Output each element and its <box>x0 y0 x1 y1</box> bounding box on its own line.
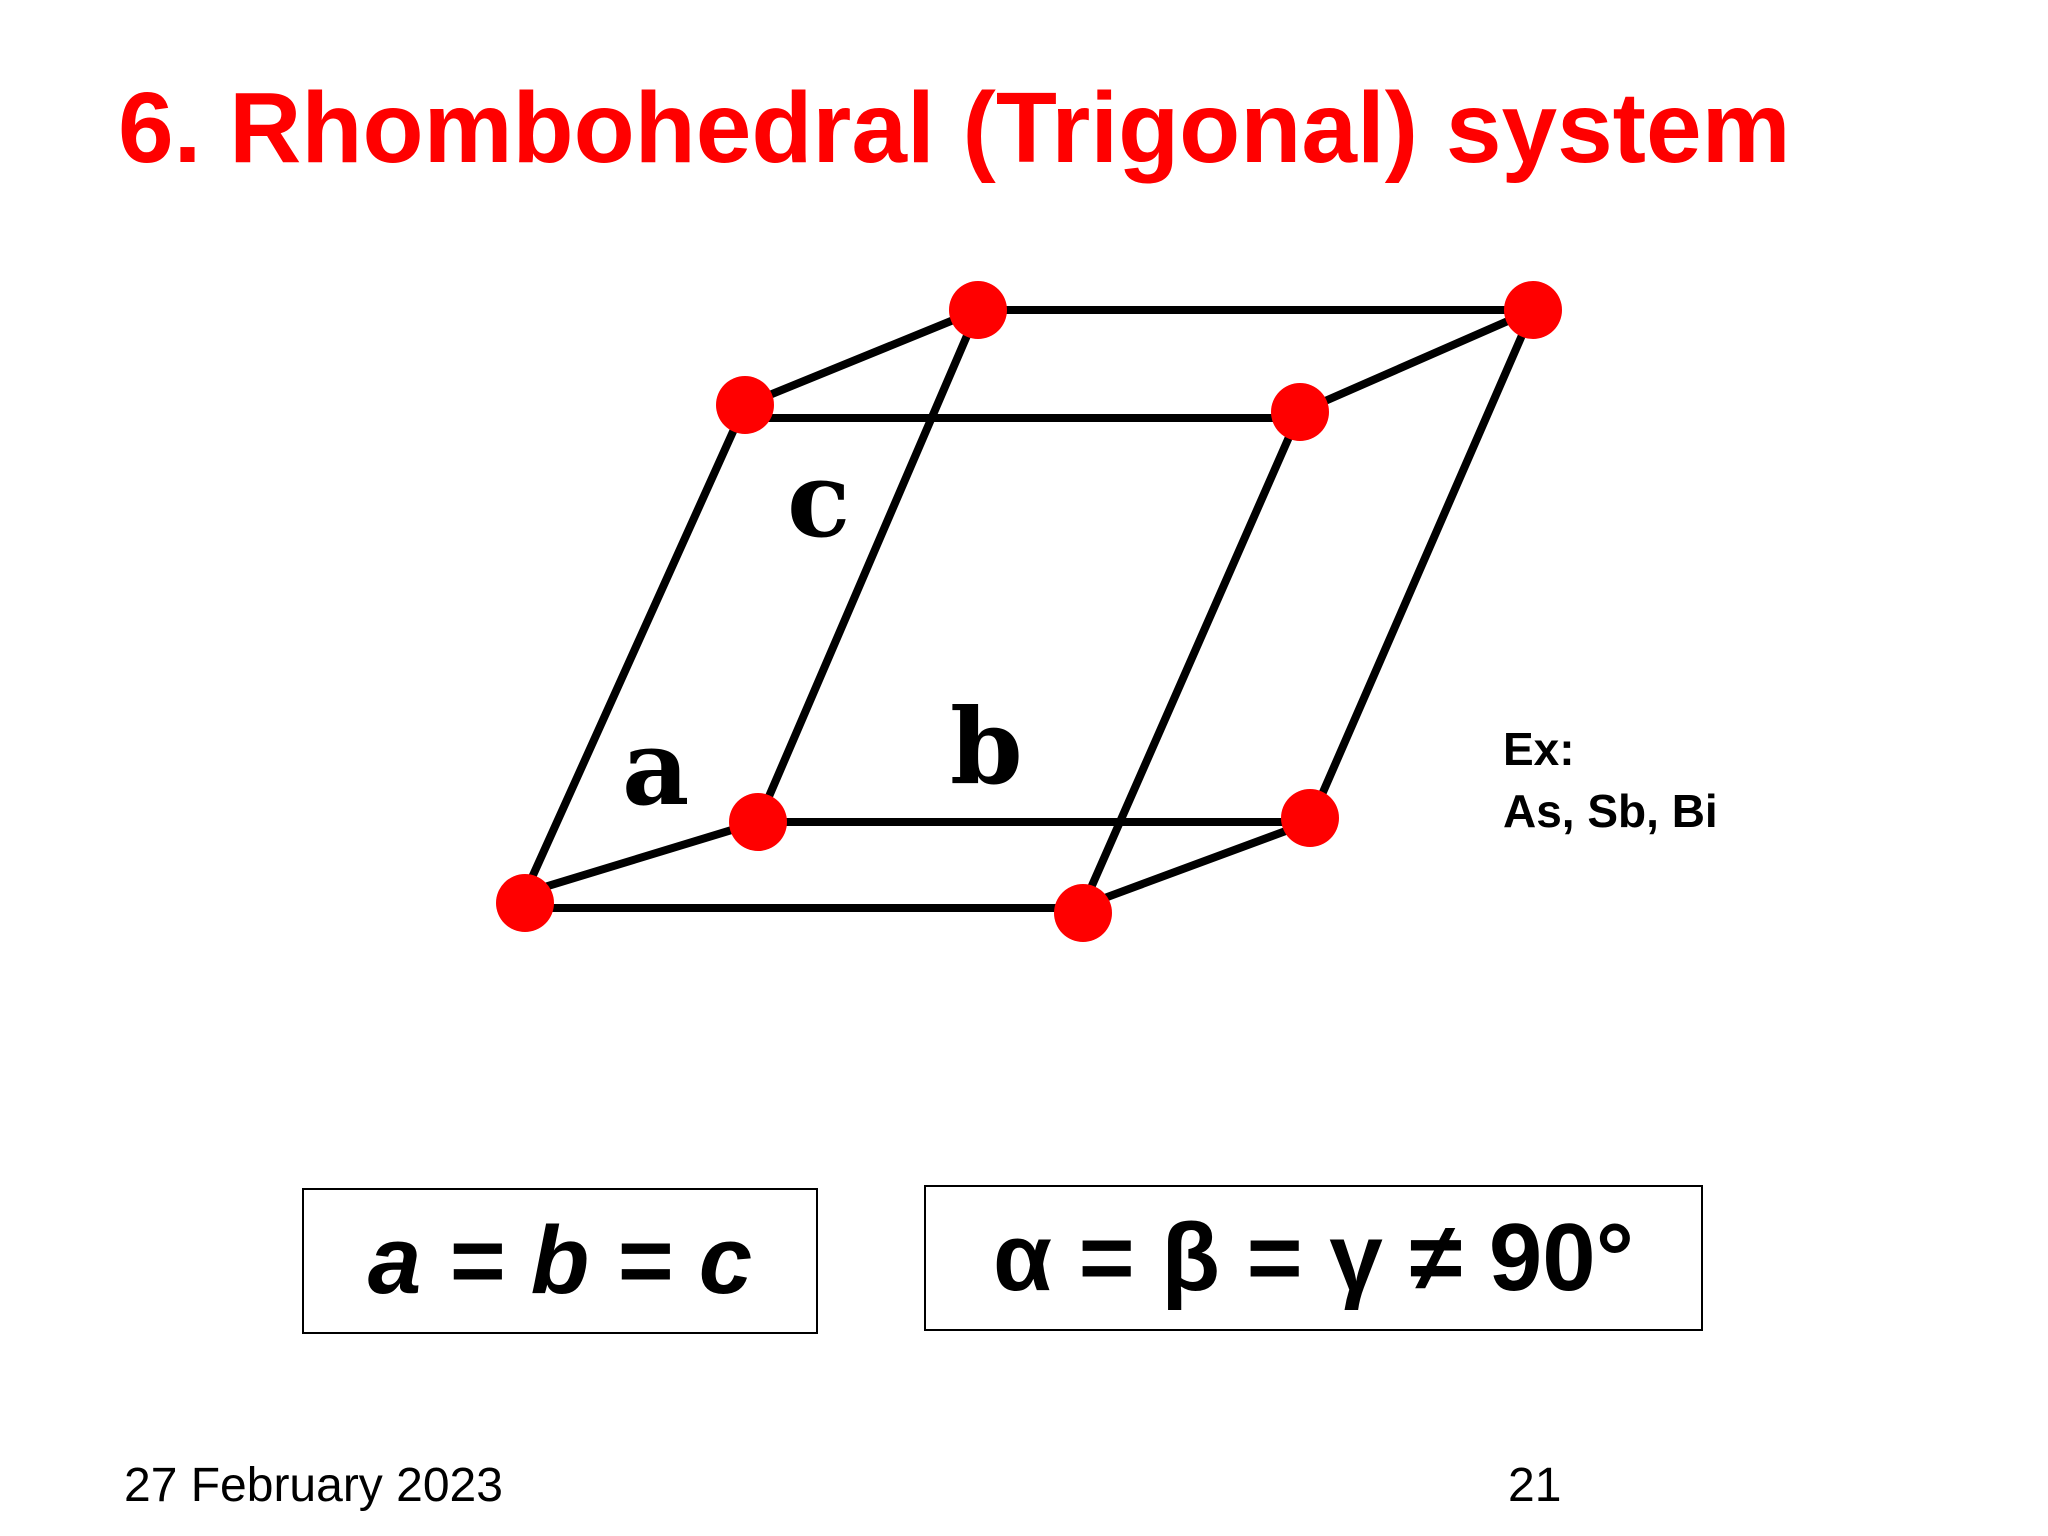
atom-top-back-right <box>1504 281 1562 339</box>
slide-title: 6. Rhombohedral (Trigonal) system <box>118 72 1791 184</box>
edge-vertical-front-left <box>521 401 749 897</box>
lengths-relation-box: a = b = c <box>302 1188 818 1334</box>
atom-top-front-right <box>1271 383 1329 441</box>
atom-bottom-back-left <box>729 793 787 851</box>
example-text: Ex: As, Sb, Bi <box>1503 718 1718 842</box>
angles-relation-box: α = β = γ ≠ 90° <box>924 1185 1703 1331</box>
footer-date: 27 February 2023 <box>124 1459 503 1512</box>
edge-bottom-left <box>521 818 762 897</box>
example-heading: Ex: <box>1503 723 1575 775</box>
angles-relation: α = β = γ ≠ 90° <box>992 1204 1634 1311</box>
edge-top-right <box>1296 306 1537 416</box>
atom-bottom-front-left <box>496 874 554 932</box>
edge-bottom-right <box>1079 818 1314 910</box>
edge-vertical-back-right <box>1306 306 1537 826</box>
axis-label-c: c <box>787 438 850 561</box>
atom-top-front-left <box>716 376 774 434</box>
atom-top-back-left <box>949 281 1007 339</box>
page-number: 21 <box>1508 1459 1562 1512</box>
axis-label-b: b <box>950 685 1023 808</box>
atom-bottom-back-right <box>1281 789 1339 847</box>
example-elements: As, Sb, Bi <box>1503 785 1718 837</box>
axis-label-a: a <box>622 706 689 829</box>
lengths-relation: a = b = c <box>367 1207 753 1314</box>
edge-vertical-back-left <box>754 306 982 826</box>
edge-vertical-front-right <box>1079 408 1304 910</box>
atom-bottom-front-right <box>1054 884 1112 942</box>
edge-top-left <box>741 306 982 409</box>
